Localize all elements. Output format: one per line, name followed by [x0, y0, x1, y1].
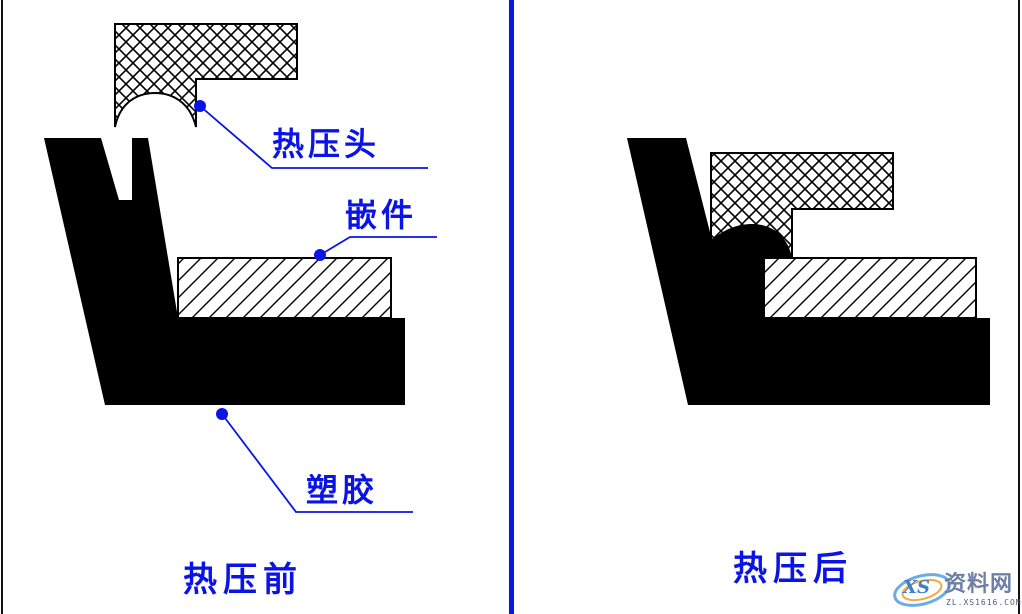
insert-after: [763, 257, 977, 319]
watermark-text: 资料网: [944, 572, 1014, 597]
caption-before: 热压前: [183, 560, 303, 600]
right-border: [1018, 0, 1020, 614]
heat-stake-head-before: [114, 23, 298, 128]
callout-line-insert: [319, 236, 437, 256]
caption-after: 热压后: [733, 549, 853, 589]
callout-label-plastic: 塑胶: [306, 471, 379, 509]
after-panel: [627, 138, 990, 405]
before-panel: [44, 23, 437, 513]
plastic-after: [627, 138, 990, 405]
left-border: [1, 0, 3, 614]
watermark-logo: [893, 573, 951, 607]
panel-divider: [509, 0, 514, 614]
watermark-url: ZL.XS1616.COM: [946, 598, 1022, 607]
callout-label-heat-stake-head: 热压头: [272, 125, 381, 163]
callout-line-head: [199, 105, 428, 169]
watermark-logo-letters: XS: [903, 577, 930, 598]
callout-label-insert: 嵌件: [345, 196, 418, 234]
callout-line-plastic: [221, 413, 413, 513]
insert-before: [177, 257, 392, 319]
plastic-before: [44, 138, 405, 405]
